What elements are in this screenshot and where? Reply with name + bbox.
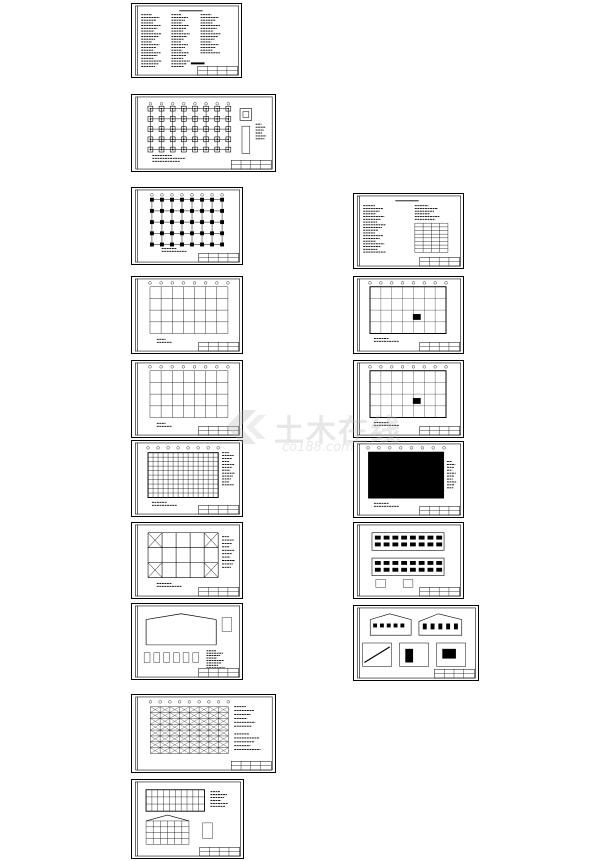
drawing-sheet-notes-table[interactable] [353, 193, 464, 269]
sheet-drawing [357, 607, 476, 679]
drawing-sheet-grid-b[interactable] [131, 360, 243, 438]
watermark-subtext: co188.com [282, 440, 354, 455]
sheet-drawing [135, 524, 240, 597]
drawing-sheet-dense-grid-a[interactable] [131, 440, 243, 517]
drawing-sheet-building-3d[interactable] [353, 605, 479, 681]
drawing-sheet-grid-dots[interactable] [131, 187, 243, 265]
drawing-sheet-bracing[interactable] [131, 522, 243, 599]
watermark-logo-icon [226, 410, 266, 444]
drawing-sheet-filled[interactable] [353, 441, 464, 518]
drawing-sheet-plan-a[interactable] [353, 276, 464, 354]
drawing-sheet-notes[interactable] [131, 3, 242, 78]
drawing-sheet-dense-grid-b[interactable] [131, 694, 276, 773]
sheet-drawing [357, 362, 461, 436]
sheet-drawing [135, 362, 240, 436]
drawing-sheet-plan-b[interactable] [353, 360, 464, 438]
sheet-drawing [135, 278, 240, 352]
watermark: 土木在线 co188.com [222, 400, 462, 460]
drawing-sheet-frame[interactable] [131, 603, 243, 680]
sheet-drawing [135, 605, 240, 678]
sheet-drawing [357, 443, 461, 516]
drawing-sheet-elevations[interactable] [353, 522, 464, 599]
sheet-drawing [135, 696, 273, 771]
sheet-drawing [357, 278, 461, 352]
sheet-drawing [135, 189, 240, 263]
sheet-drawing [135, 96, 273, 170]
drawing-sheet-elevation-detail[interactable] [131, 779, 244, 859]
sheet-drawing [135, 781, 241, 857]
drawing-sheet-grid-a[interactable] [131, 276, 243, 354]
drawing-sheet-foundation[interactable] [131, 94, 276, 172]
sheet-drawing [357, 195, 461, 267]
sheet-drawing [135, 5, 239, 76]
sheet-drawing [357, 524, 461, 597]
watermark-text: 土木在线 [274, 414, 402, 449]
sheet-drawing [135, 442, 240, 515]
